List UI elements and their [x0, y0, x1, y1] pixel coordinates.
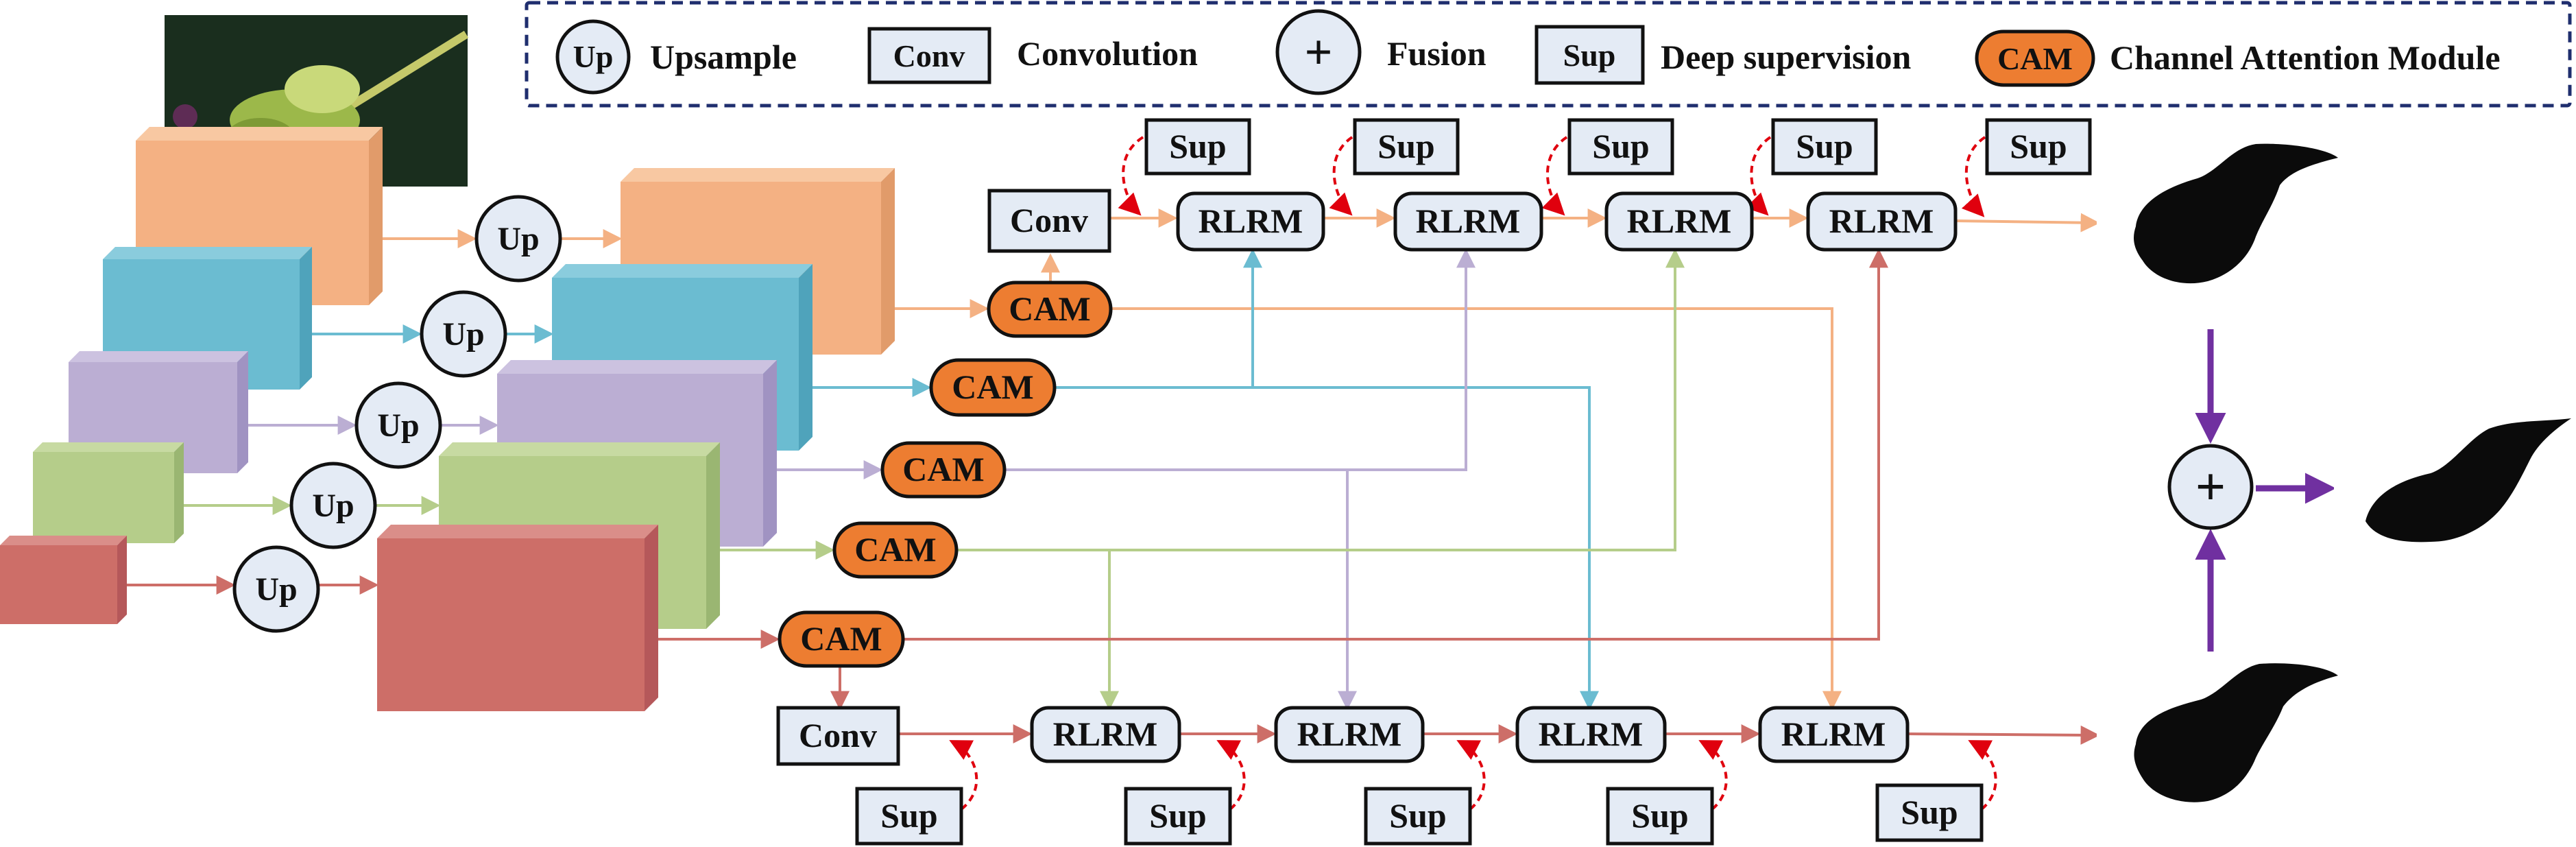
- saliency-map-top: [2097, 141, 2338, 318]
- rlrm-bottom-4-label: RLRM: [1781, 715, 1886, 753]
- upsample-node-2: Up: [420, 290, 507, 378]
- conv-node-top: Conv: [987, 189, 1111, 253]
- rlrm-top-1-label: RLRM: [1199, 202, 1303, 240]
- sup-bottom-1-label: Sup: [880, 796, 937, 835]
- rlrm-bottom-1: RLRM: [1030, 706, 1181, 763]
- rlrm-top-3-label: RLRM: [1627, 202, 1732, 240]
- cam-node-3-label: CAM: [902, 450, 984, 488]
- upsample-node-3-label: Up: [377, 407, 419, 444]
- sup-top-2: Sup: [1353, 118, 1460, 176]
- rlrm-top-4-label: RLRM: [1829, 202, 1934, 240]
- sup-top-1-label: Sup: [1169, 127, 1226, 165]
- cam-node-3: CAM: [880, 441, 1007, 499]
- sup-top-5: Sup: [1985, 118, 2092, 176]
- rlrm-bottom-3: RLRM: [1515, 706, 1667, 763]
- connectors: [127, 136, 2336, 811]
- upsample-symbol-label: Up: [573, 39, 614, 74]
- deep-supervision-legend-text: Deep supervision: [1661, 38, 1912, 76]
- upsample-node-1-label: Up: [497, 221, 539, 257]
- legend-cam: CAM Channel Attention Module: [1975, 29, 2501, 87]
- conv-node-bottom: Conv: [776, 706, 900, 766]
- cam-symbol-label: CAM: [1997, 41, 2073, 76]
- conv-node-bottom-label: Conv: [799, 716, 877, 754]
- fusion-node-label: +: [2195, 457, 2226, 516]
- sup-top-1: Sup: [1144, 118, 1251, 176]
- sup-bottom-3-label: Sup: [1389, 796, 1446, 835]
- cam-node-5: CAM: [778, 610, 905, 668]
- sup-symbol: [1534, 25, 1645, 85]
- cam-symbol: [1975, 29, 2095, 87]
- conv-symbol: [867, 27, 991, 84]
- sup-bottom-4: Sup: [1606, 787, 1714, 846]
- sup-bottom-1: Sup: [855, 787, 963, 846]
- cam-node-1: CAM: [987, 281, 1113, 338]
- sup-bottom-4-label: Sup: [1631, 796, 1688, 835]
- sup-top-2-label: Sup: [1377, 127, 1434, 165]
- rlrm-top-1: RLRM: [1176, 191, 1325, 252]
- rlrm-bottom-4: RLRM: [1758, 706, 1910, 763]
- rlrm-bottom-1-label: RLRM: [1053, 715, 1158, 753]
- sup-top-5-label: Sup: [2010, 127, 2067, 165]
- upsample-node-4-label: Up: [312, 488, 354, 524]
- legend-deep-supervision: Sup Deep supervision: [1534, 25, 1912, 85]
- sup-top-3: Sup: [1567, 118, 1674, 176]
- fusion-node: +: [2167, 444, 2254, 530]
- upsample-node-3: Up: [354, 381, 442, 469]
- saliency-map-fused: [2334, 405, 2575, 582]
- conv-symbol-label: Conv: [893, 38, 965, 73]
- sup-bottom-2-label: Sup: [1149, 796, 1206, 835]
- sup-bottom-2: Sup: [1124, 787, 1232, 846]
- encoder-block-4: [33, 442, 184, 543]
- cam-node-1-label: CAM: [1009, 289, 1090, 328]
- rlrm-top-2-label: RLRM: [1416, 202, 1521, 240]
- sup-bottom-3: Sup: [1364, 787, 1472, 846]
- conv-node-top-label: Conv: [1010, 201, 1088, 239]
- sup-top-4-label: Sup: [1796, 127, 1853, 165]
- cam-node-5-label: CAM: [800, 619, 882, 658]
- fusion-legend-text: Fusion: [1387, 34, 1486, 73]
- legend-upsample: Up Upsample: [555, 19, 797, 95]
- sup-bottom-5-label: Sup: [1901, 793, 1958, 831]
- cam-node-2-label: CAM: [952, 368, 1033, 406]
- sup-top-4: Sup: [1771, 118, 1878, 176]
- rlrm-bottom-3-label: RLRM: [1539, 715, 1644, 753]
- cam-node-4-label: CAM: [854, 530, 936, 569]
- rlrm-top-2: RLRM: [1393, 191, 1543, 252]
- legend-fusion: + Fusion: [1275, 9, 1486, 95]
- upsample-node-5: Up: [232, 545, 320, 633]
- legend: Up Upsample Conv Convolution + Fusion Su…: [525, 1, 2572, 108]
- fusion-symbol-label: +: [1304, 25, 1332, 80]
- upsample-node-2-label: Up: [442, 316, 484, 353]
- rlrm-top-4: RLRM: [1806, 191, 1958, 252]
- upsample-legend-text: Upsample: [650, 38, 797, 76]
- upsample-node-1: Up: [474, 195, 562, 283]
- fusion-symbol: [1275, 9, 1362, 95]
- encoder-block-5: [0, 536, 127, 624]
- upsample-symbol: [555, 19, 631, 95]
- sup-top-3-label: Sup: [1592, 127, 1649, 165]
- saliency-map-bottom: [2097, 658, 2338, 835]
- cam-node-4: CAM: [832, 521, 959, 579]
- legend-convolution: Conv Convolution: [867, 27, 1198, 84]
- sup-symbol-label: Sup: [1563, 38, 1616, 73]
- cam-node-2: CAM: [929, 358, 1057, 417]
- upsample-node-4: Up: [289, 462, 377, 549]
- convolution-legend-text: Convolution: [1017, 34, 1198, 73]
- sup-bottom-5: Sup: [1875, 783, 1984, 842]
- rlrm-top-3: RLRM: [1604, 191, 1754, 252]
- rlrm-bottom-2-label: RLRM: [1297, 715, 1402, 753]
- decoder-block-5: [377, 525, 658, 711]
- cam-legend-text: Channel Attention Module: [2110, 38, 2501, 77]
- upsample-node-5-label: Up: [255, 571, 297, 608]
- rlrm-bottom-2: RLRM: [1274, 706, 1425, 763]
